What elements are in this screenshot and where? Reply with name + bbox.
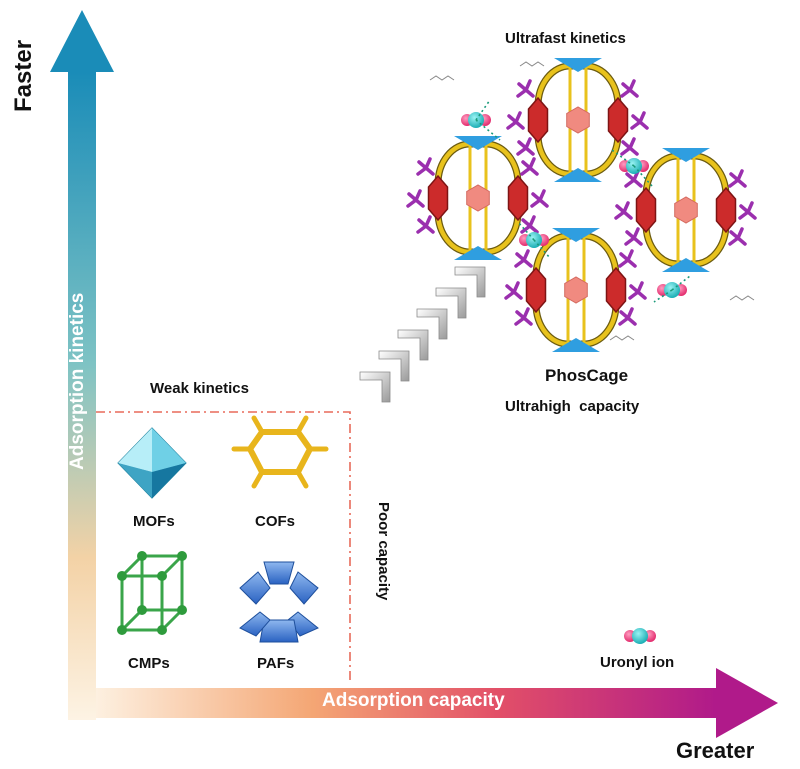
- phosphonate-group-icon: [416, 157, 435, 176]
- coordination-bond: [671, 275, 691, 291]
- phosphonate-group-icon: [416, 215, 435, 234]
- alkyl-chain: [609, 335, 635, 341]
- chevron-arrow-3: [397, 329, 429, 361]
- chevron-arrow-4: [416, 308, 448, 340]
- uranyl-ion-icon: [624, 628, 656, 644]
- phoscage-cage-3: [614, 148, 757, 272]
- phosphonate-group-icon: [738, 201, 757, 220]
- phosphonate-group-icon: [520, 215, 539, 234]
- weak-kinetics-region: [96, 411, 351, 682]
- uranyl-ion-label: Uronyl ion: [600, 654, 675, 671]
- weak-kinetics-title: Weak kinetics: [150, 380, 249, 397]
- coordination-bond: [533, 239, 551, 259]
- phoscage-cage-4: [504, 228, 647, 352]
- chevron-arrow-5: [435, 287, 467, 319]
- ultrahigh-capacity-label: Ultrahigh capacity: [505, 398, 640, 415]
- phosphonate-group-icon: [618, 249, 637, 268]
- phoscage-cage-cluster: [406, 58, 757, 352]
- phosphonate-group-icon: [624, 227, 643, 246]
- material-label-cmps: CMPs: [128, 655, 170, 672]
- coordination-bond: [475, 99, 491, 121]
- phosphonate-group-icon: [620, 79, 639, 98]
- cof-hexagon-icon: [231, 415, 329, 489]
- alkyl-chain: [519, 61, 545, 67]
- mof-octahedron-icon: [117, 427, 187, 499]
- ultrafast-kinetics-label: Ultrafast kinetics: [505, 30, 626, 47]
- phosphonate-group-icon: [728, 169, 747, 188]
- phosphonate-group-icon: [406, 189, 425, 208]
- phosphonate-group-icon: [618, 307, 637, 326]
- phosphonate-group-icon: [614, 201, 633, 220]
- alkyl-chain: [429, 75, 455, 81]
- alkyl-chain: [729, 295, 755, 301]
- phosphonate-group-icon: [628, 281, 647, 300]
- phoscage-cage-1: [506, 58, 649, 182]
- phosphonate-group-icon: [516, 137, 535, 156]
- chevron-arrow-6: [454, 266, 486, 298]
- phosphonate-group-icon: [514, 307, 533, 326]
- chevron-arrows: [359, 266, 486, 403]
- material-label-mofs: MOFs: [133, 513, 175, 530]
- y-axis-title: Adsorption kinetics: [67, 292, 88, 470]
- phosphonate-group-icon: [530, 189, 549, 208]
- phosphonate-group-icon: [504, 281, 523, 300]
- phoscage-cage-2: [406, 136, 549, 260]
- phosphonate-group-icon: [728, 227, 747, 246]
- y-axis-end-label: Faster: [10, 39, 37, 112]
- poor-capacity-label: Poor capacity: [375, 502, 392, 601]
- x-axis-arrow: [96, 668, 778, 738]
- coordination-bond: [653, 289, 673, 303]
- phosphonate-group-icon: [620, 137, 639, 156]
- phosphonate-group-icon: [516, 79, 535, 98]
- phosphonate-group-icon: [506, 111, 525, 130]
- coordination-bond: [517, 221, 535, 241]
- cmp-cube-icon: [117, 551, 187, 635]
- coordination-bond: [475, 119, 501, 141]
- phosphonate-group-icon: [630, 111, 649, 130]
- phoscage-name: PhosCage: [545, 366, 629, 385]
- material-label-cofs: COFs: [255, 513, 296, 530]
- x-axis-end-label: Greater: [676, 738, 755, 763]
- material-label-pafs: PAFs: [257, 655, 295, 672]
- phosphonate-group-icon: [520, 157, 539, 176]
- x-axis-title: Adsorption capacity: [322, 690, 505, 711]
- y-axis-arrow: [50, 10, 114, 720]
- paf-block-icon: [239, 561, 319, 643]
- chevron-arrow-1: [359, 371, 391, 403]
- chevron-arrow-2: [378, 350, 410, 382]
- phosphonate-group-icon: [514, 249, 533, 268]
